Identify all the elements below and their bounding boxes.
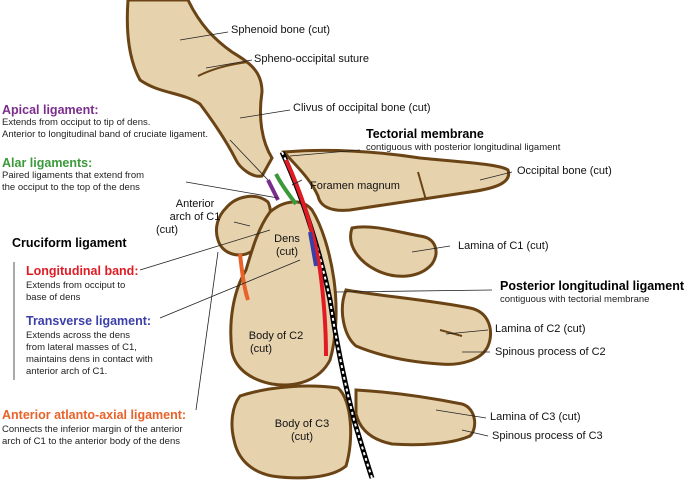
anterior-arch-line-3: (cut)	[156, 224, 178, 236]
label-sphenoid-bone: Sphenoid bone (cut)	[231, 24, 331, 36]
apical-ligament-desc-1: Extends from occiput to tip of dens.	[2, 117, 151, 128]
transverse-ligament-desc-3: maintains dens in contact with	[26, 354, 153, 365]
lamina-c2	[340, 288, 493, 366]
anterior-atlanto-axial-desc-2: arch of C1 to the anterior body of the d…	[2, 436, 180, 447]
label-lamina-c1: Lamina of C1 (cut)	[458, 240, 549, 252]
anterior-arch-line-2: arch of C1	[169, 211, 221, 223]
occipital-bone	[280, 148, 511, 212]
transverse-ligament-desc-1: Extends across the dens	[26, 330, 131, 341]
body-c2-line-1: Body of C2	[248, 330, 304, 342]
body-c3	[230, 384, 353, 480]
transverse-ligament-title: Transverse ligament:	[26, 314, 152, 328]
occipital-inner-line	[417, 171, 427, 201]
tectorial-membrane-title: Tectorial membrane	[366, 127, 484, 141]
label-spinous-c2: Spinous process of C2	[495, 346, 606, 358]
label-spinous-c3: Spinous process of C3	[492, 430, 603, 442]
sphenoid-bone	[125, 0, 274, 178]
anterior-atlanto-axial-ligament	[238, 253, 250, 301]
posterior-longitudinal-desc: contiguous with tectorial membrane	[500, 294, 650, 305]
tectorial-membrane-desc: contiguous with posterior longitudinal l…	[366, 142, 561, 153]
alar-ligament-desc-1: Paired ligaments that extend from	[2, 170, 145, 181]
body-c3-line-2: (cut)	[291, 431, 313, 443]
alar-ligament-desc-2: the occiput to the top of the dens	[2, 182, 140, 193]
label-body-c2: Body of C2 (cut)	[236, 330, 316, 356]
label-occipital-bone: Occipital bone (cut)	[517, 165, 612, 177]
longitudinal-band-desc-1: Extends from occiput to	[26, 280, 126, 291]
dens-line-2: (cut)	[276, 246, 298, 258]
anterior-atlanto-axial-desc-1: Connects the inferior margin of the ante…	[2, 424, 183, 435]
longitudinal-band-desc-2: base of dens	[26, 292, 81, 303]
anterior-arch-line-1: Anterior	[175, 198, 215, 210]
label-anterior-arch-c1: Anterior arch of C1 (cut)	[150, 198, 240, 237]
label-lamina-c2: Lamina of C2 (cut)	[495, 323, 586, 335]
label-foramen-magnum: Foramen magnum	[310, 180, 400, 192]
label-spheno-occipital-suture: Spheno-occipital suture	[254, 53, 369, 65]
transverse-ligament-desc-2: from lateral masses of C1,	[26, 342, 137, 353]
transverse-ligament	[308, 231, 318, 267]
body-c2-line-2: (cut)	[250, 343, 272, 355]
apical-ligament-title: Apical ligament:	[2, 103, 99, 117]
dens-line-1: Dens	[274, 233, 300, 245]
label-lamina-c3: Lamina of C3 (cut)	[490, 411, 581, 423]
alar-ligament	[274, 173, 298, 206]
spheno-occipital-suture-line	[197, 61, 249, 77]
cruciform-ligament-title: Cruciform ligament	[12, 236, 127, 250]
body-c3-line-1: Body of C3	[274, 418, 330, 430]
label-dens: Dens (cut)	[262, 233, 312, 259]
body-c2	[229, 200, 338, 387]
apical-ligament-desc-2: Anterior to longitudinal band of cruciat…	[2, 129, 208, 140]
anterior-atlanto-axial-title: Anterior atlanto-axial ligament:	[2, 408, 187, 422]
longitudinal-band	[284, 159, 328, 357]
label-body-c3: Body of C3 (cut)	[262, 418, 342, 444]
lamina-c3	[354, 388, 477, 447]
transverse-ligament-desc-4: anterior arch of C1.	[26, 366, 108, 377]
posterior-longitudinal-title: Posterior longitudinal ligament	[500, 279, 685, 293]
lamina-c1	[349, 225, 438, 278]
label-clivus: Clivus of occipital bone (cut)	[293, 102, 431, 114]
longitudinal-band-title: Longitudinal band:	[26, 264, 139, 278]
alar-ligament-title: Alar ligaments:	[2, 156, 93, 170]
c2-process-line	[439, 329, 463, 337]
apical-ligament	[266, 179, 280, 201]
leader-lines	[139, 31, 513, 437]
